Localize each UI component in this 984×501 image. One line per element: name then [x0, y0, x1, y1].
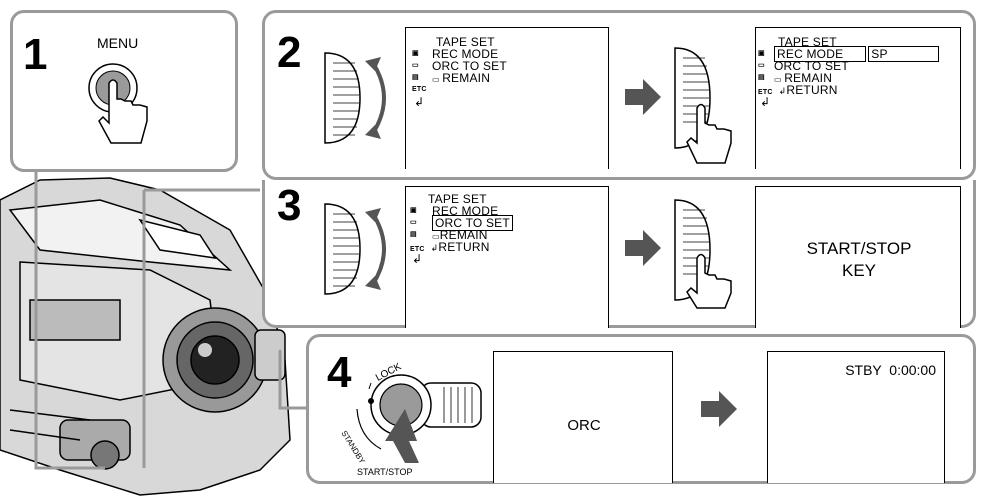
menu-title: TAPE SET	[428, 192, 487, 206]
return-icon: ↲	[430, 243, 439, 253]
step-3-screen-b: START/STOP KEY	[755, 186, 961, 328]
orc-indicator: ORC	[567, 417, 601, 434]
remain-item: REMAIN	[442, 71, 491, 85]
return-arrow-icon: ↲	[760, 95, 771, 109]
step-3-panel: 3 TAPE SET ▣R	[262, 180, 976, 328]
step-2-dial-graphics	[324, 47, 732, 164]
return-icon: ↲	[778, 86, 787, 96]
camera-icon: ▣	[410, 207, 417, 214]
rec-mode-value: SP	[868, 46, 939, 62]
menu-title: TAPE SET	[436, 35, 495, 49]
etc-icon: ETC	[410, 246, 425, 253]
rec-mode-item-selected: REC MODE	[774, 46, 867, 62]
rec-mode-item: REC MODE	[432, 47, 499, 61]
rec-mode-item: REC MODE	[432, 204, 499, 218]
step-3-screen-a: TAPE SET ▣REC MODE ▭ORC TO SET ▤▭REMAIN …	[405, 186, 609, 328]
step-4-number: 4	[327, 348, 352, 397]
etc-icon: ETC	[758, 89, 773, 96]
etc-icon: ETC	[412, 86, 427, 93]
return-arrow-icon: ↲	[412, 252, 423, 266]
step-4-screen-a: ORC	[493, 351, 673, 483]
remain-item: REMAIN	[784, 71, 833, 85]
step-3-number: 3	[277, 181, 302, 230]
tape-small-icon: ▭	[774, 75, 785, 84]
standby-time-display: STBY 0:00:00	[845, 362, 936, 378]
step-4-screen-b: STBY 0:00:00	[767, 351, 945, 483]
camera-icon: ▣	[758, 50, 765, 57]
tape-icon: ▭	[758, 62, 765, 69]
step-4-panel: 4 LOCK STANDBY START/STOP ORC STBY 0:00:…	[306, 334, 976, 484]
vtr-icon: ▤	[758, 74, 765, 81]
return-item: RETURN	[438, 240, 490, 254]
step-2-number: 2	[277, 28, 302, 77]
tape-icon: ▭	[412, 62, 419, 69]
start-stop-key-line2: KEY	[841, 261, 877, 280]
tape-icon: ▭	[410, 219, 417, 226]
start-stop-key-line1: START/STOP	[806, 239, 912, 258]
orc-to-set-item: ORC TO SET	[432, 59, 507, 73]
camera-icon: ▣	[412, 50, 419, 57]
return-icon: ↲	[414, 95, 425, 109]
menu-title: TAPE SET	[778, 35, 837, 49]
step-2-screen-a: TAPE SET ▣ REC MODE ▭ ORC TO SET ▤ ▭ REMAIN…	[405, 27, 609, 169]
tape-small-icon: ▭	[432, 232, 440, 241]
remain-item: REMAIN	[439, 228, 488, 242]
orc-to-set-item-selected: ORC TO SET	[432, 215, 513, 231]
menu-label: MENU	[97, 35, 139, 51]
step-1-number: 1	[23, 30, 48, 79]
vtr-icon: ▤	[412, 74, 419, 81]
vtr-icon: ▤	[410, 231, 417, 238]
orc-to-set-item: ORC TO SET	[774, 59, 849, 73]
tape-small-icon: ▭	[432, 75, 443, 84]
camcorder-illustration	[0, 177, 291, 496]
return-item: RETURN	[786, 83, 838, 97]
connector-lines	[34, 168, 308, 470]
step-1-panel: 1 MENU	[10, 10, 238, 172]
step-2-panel: 2 TAPE SET ▣ REC MODE ▭ ORC TO SET ▤ ▭ REMA…	[262, 10, 976, 180]
start-stop-button-label: START/STOP	[357, 467, 413, 477]
menu-button-with-finger	[88, 63, 148, 144]
